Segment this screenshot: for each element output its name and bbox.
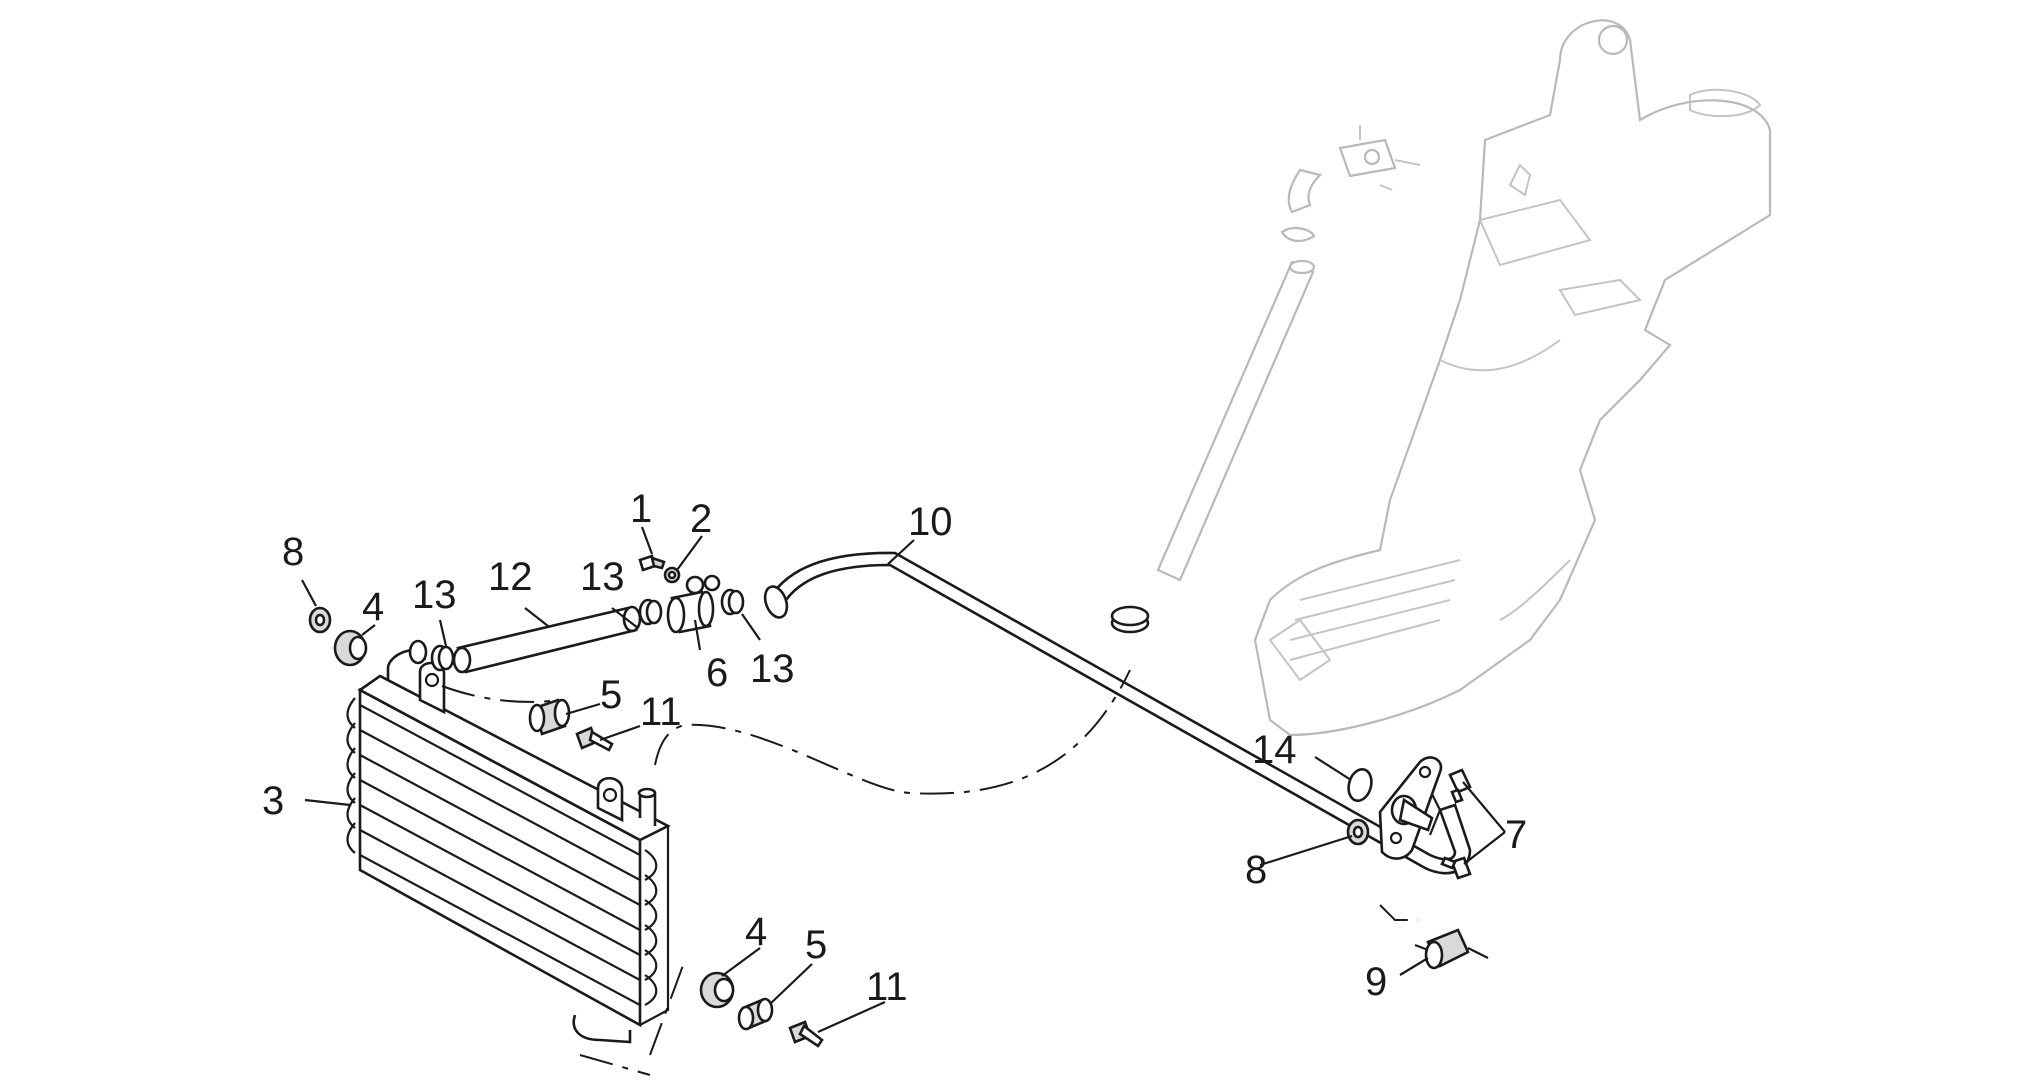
callout-5: 5: [805, 923, 827, 967]
rubber-grommet-4-bottom: [699, 971, 735, 1009]
washer-8-left: [308, 606, 332, 634]
spacer-5-bottom: [737, 997, 774, 1031]
callout-12: 12: [488, 555, 533, 599]
callout-4: 4: [745, 910, 767, 954]
washer-2: [663, 566, 681, 584]
oil-radiator: [346, 639, 671, 1044]
bolt-11-bottom: [788, 1020, 824, 1048]
callout-2: 2: [690, 497, 712, 541]
callout-6: 6: [706, 651, 728, 695]
callout-8: 8: [1245, 848, 1267, 892]
oil-tank-ghost: [1253, 19, 1772, 737]
assembly-guide-lines: [441, 669, 1418, 1076]
callout-3: 3: [262, 779, 284, 823]
callout-13: 13: [580, 555, 625, 599]
callout-14: 14: [1252, 728, 1297, 772]
union-fitting-6: [666, 574, 721, 634]
callout-8: 8: [282, 530, 304, 574]
spacer-5-top: [528, 698, 571, 736]
callout-5: 5: [600, 673, 622, 717]
hose-clamp-13-right: [720, 588, 745, 616]
oil-pipe-10: [763, 551, 1472, 875]
callout-9: 9: [1365, 960, 1387, 1004]
callout-4: 4: [362, 585, 384, 629]
hose-12: [452, 605, 642, 674]
callout-13: 13: [412, 573, 457, 617]
hose-clamp-13-mid: [638, 598, 663, 626]
callout-10: 10: [908, 500, 953, 544]
callout-1: 1: [630, 487, 652, 531]
rubber-mount-9: [1414, 928, 1489, 970]
callout-11: 11: [866, 965, 908, 1009]
hose-clamp-13-left: [430, 644, 455, 672]
rubber-grommet-4-top: [333, 629, 368, 667]
leader-lines: [301, 526, 1506, 1034]
screw-1: [638, 554, 666, 572]
hose-clamp: [1110, 605, 1150, 634]
bolt-11-top: [575, 726, 614, 752]
flange-plate: [1378, 756, 1443, 860]
callout-11: 11: [640, 690, 682, 734]
callout-7: 7: [1505, 813, 1527, 857]
washer-8-right: [1346, 818, 1370, 846]
screws-7: [1440, 768, 1472, 880]
breather-pipe-ghost: [1156, 125, 1421, 582]
callout-13: 13: [750, 647, 795, 691]
oring-14: [1347, 767, 1373, 803]
callout-labels: 1 2 3 4 4 5 5 6 7 8 8 9 10 11 11 12 13 1…: [262, 487, 1527, 1009]
